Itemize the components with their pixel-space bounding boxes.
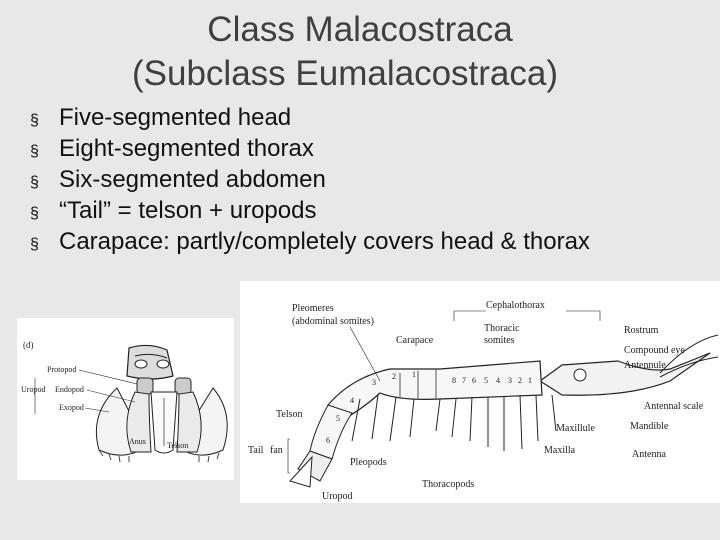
bullet-marker: § (30, 143, 39, 160)
bullet-marker: § (30, 112, 39, 129)
leader-line (349, 326, 381, 382)
tail-fan-drawing: (d) Protopod Uropod Endopod Exopod Anus … (21, 340, 228, 463)
abdominal-number: 2 (392, 372, 396, 381)
bullet-text: Eight-segmented thorax (59, 135, 314, 162)
leader-line (84, 407, 110, 413)
tail-fan-bracket (287, 438, 290, 474)
antennule-label: Antennule (624, 360, 666, 371)
title-line-2: (Subclass Eumalacostraca) (132, 54, 558, 93)
exopod-label: Exopod (59, 403, 84, 412)
pleopod-lines (351, 394, 415, 442)
tail-fan-label: Tail (248, 445, 264, 456)
thoracic-number: 7 (462, 376, 466, 385)
abdominal-segment-shape (126, 344, 174, 380)
thoracic-number: 2 (518, 376, 522, 385)
abdominal-number: 5 (336, 414, 340, 423)
anus-label: Anus (129, 437, 146, 446)
fan-setae (98, 449, 220, 463)
telson-label: Telson (276, 409, 303, 420)
antennal-scale-label: Antennal scale (644, 401, 704, 412)
thoracic-number: 6 (472, 376, 476, 385)
bullet-item: § “Tail” = telson + uropods (30, 197, 680, 228)
cephalothorax-label: Cephalothorax (486, 300, 545, 311)
uropod-label: Uropod (322, 491, 353, 502)
carapace-shape (538, 352, 711, 396)
slide-title: Class Malacostraca (Subclass Eumalacostr… (0, 8, 720, 96)
thoracopods-label: Thoracopods (422, 479, 474, 490)
thoracic-number: 4 (496, 376, 500, 385)
endopod-shape (176, 391, 202, 453)
pleopods-label: Pleopods (350, 457, 387, 468)
segment-spot (156, 359, 170, 369)
panel-label: (d) (23, 340, 34, 350)
body-plan-drawing: 3 2 1 4 5 6 8 7 6 5 4 3 2 1 Pleomeres (a… (248, 300, 719, 502)
thoracic-label: Thoracic (484, 323, 520, 334)
uropod-shape (289, 455, 313, 488)
bullet-item: § Eight-segmented thorax (30, 135, 680, 166)
bullet-item: § Six-segmented abdomen (30, 166, 680, 197)
compound-eye-shape (573, 368, 587, 382)
bullet-marker: § (30, 205, 39, 222)
endopod-label: Endopod (55, 385, 84, 394)
segment-lines (399, 369, 437, 399)
bullet-list: § Five-segmented head § Eight-segmented th… (30, 104, 680, 259)
abdominal-number: 3 (372, 378, 376, 387)
somites-label: somites (484, 335, 515, 346)
pleomeres-label: Pleomeres (292, 303, 334, 314)
malacostracan-figure: 3 2 1 4 5 6 8 7 6 5 4 3 2 1 Pleomeres (a… (240, 281, 720, 503)
leader-line (86, 389, 136, 403)
leader-line (78, 369, 138, 385)
bullet-text: Six-segmented abdomen (59, 166, 326, 193)
title-line-1: Class Malacostraca (207, 10, 513, 49)
antenna-label: Antenna (632, 449, 666, 460)
abdomen-shape (309, 404, 353, 460)
thoracopod-lines (435, 394, 557, 451)
maxillule-label: Maxillule (556, 423, 595, 434)
telson-label: Telson (167, 441, 188, 450)
bullet-item: § Five-segmented head (30, 104, 680, 135)
antennule-lines (659, 334, 719, 378)
maxilla-label: Maxilla (544, 445, 576, 456)
segment-spot (134, 359, 148, 369)
bullet-text: Five-segmented head (59, 104, 292, 131)
cephalothorax-bracket (453, 310, 601, 321)
thoracic-number: 1 (528, 376, 532, 385)
mandible-label: Mandible (630, 421, 669, 432)
thoracic-number: 8 (452, 376, 456, 385)
bullet-text: “Tail” = telson + uropods (59, 197, 317, 224)
abdominal-somites-label: (abdominal somites) (292, 316, 374, 327)
abdominal-number: 4 (350, 396, 354, 405)
uropod-label: Uropod (21, 385, 45, 394)
tail-fan-label: fan (270, 445, 283, 456)
segment-outline (134, 353, 168, 359)
bullet-text: Carapace: partly/completely covers head … (59, 228, 590, 255)
bullet-item: § Carapace: partly/completely covers head… (30, 228, 680, 259)
protopod-label: Protopod (47, 365, 76, 374)
carapace-label: Carapace (396, 335, 434, 346)
compound-eye-label: Compound eye (624, 345, 685, 356)
abdominal-number: 6 (326, 436, 330, 445)
thoracic-number: 3 (508, 376, 512, 385)
abdominal-number: 1 (412, 370, 416, 379)
bullet-marker: § (30, 236, 39, 253)
endopod-shape (126, 391, 152, 453)
tail-fan-figure: (d) Protopod Uropod Endopod Exopod Anus … (17, 318, 234, 480)
thoracic-number: 5 (484, 376, 488, 385)
rostrum-label: Rostrum (624, 325, 659, 336)
thorax-shape (327, 360, 543, 422)
bullet-marker: § (30, 174, 39, 191)
